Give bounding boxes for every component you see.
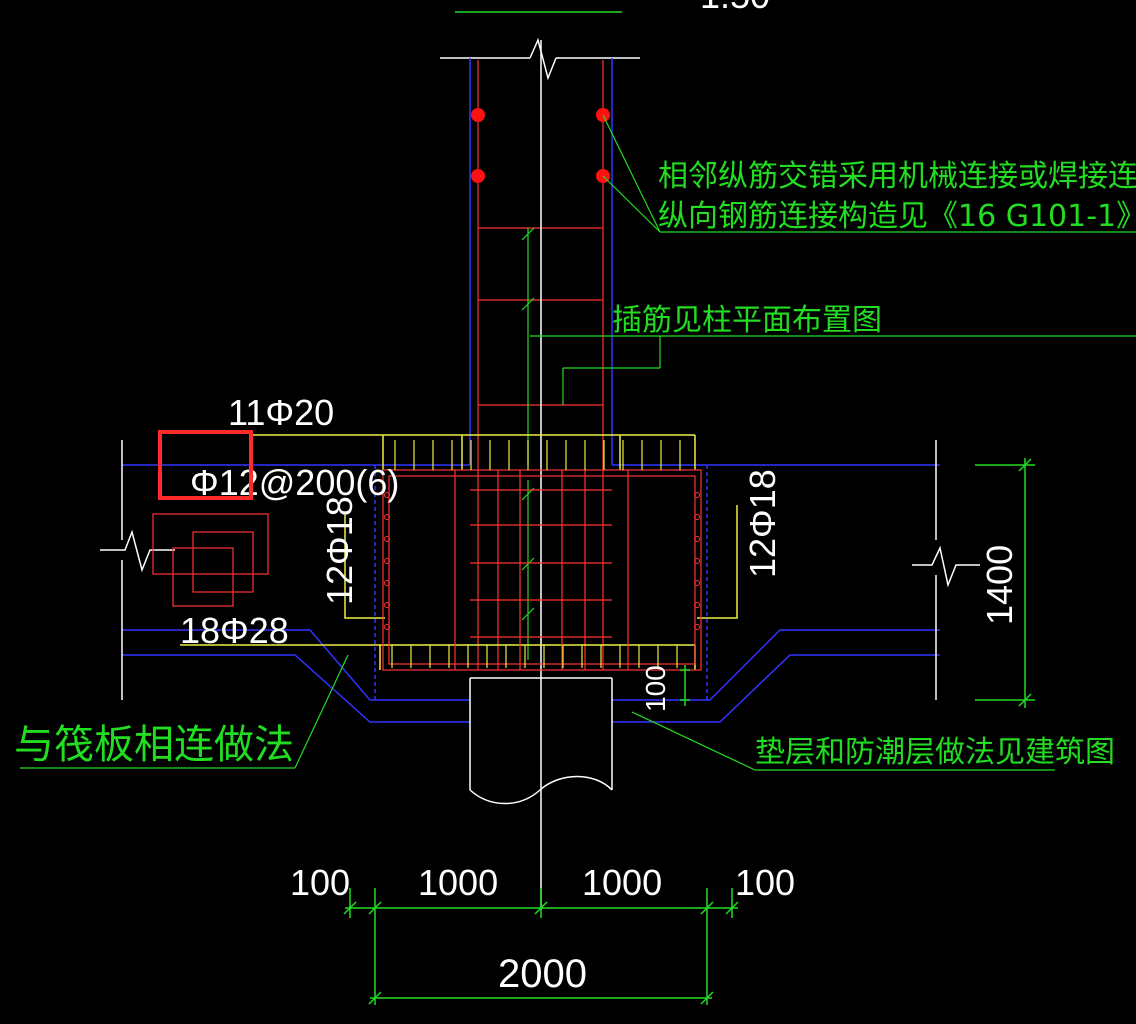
column-outline [440,37,640,465]
dim-left-half: 1000 [418,862,498,903]
height-dim-text: 1400 [979,545,1020,625]
foundation-stirrup-cage [382,469,702,671]
side-bar-dots [384,492,700,630]
splice-leader [602,114,1136,233]
dowel-leader [530,335,1136,405]
cover-dimension [680,665,690,706]
raft-slab-lines [122,464,940,723]
break-lines [100,440,980,700]
column-rebar [477,60,604,670]
cushion-note: 垫层和防潮层做法见建筑图 [755,735,1115,770]
rebar-bottom-label: 18Φ28 [180,610,289,651]
raft-leader-diagonal [294,654,349,769]
dim-total: 2000 [498,952,587,996]
pile [469,677,613,805]
column-section-symbol [152,513,269,607]
bottom-bar-ticks [391,645,678,668]
foundation-main-rebar [180,434,738,670]
dim-left-ext: 100 [290,862,350,903]
stirrup-highlight-box [158,430,253,500]
bottom-dimension-chain [343,888,739,1005]
rebar-top-label: 11Φ20 [228,392,334,433]
top-bar-ticks [394,440,681,470]
splice-note-line2: 纵向钢筋连接构造见《16 G101-1》 [658,199,1136,234]
splice-note-line1: 相邻纵筋交错采用机械连接或焊接连接 [658,159,1136,194]
raft-note: 与筏板相连做法 [14,722,294,768]
top-partial-dim: 1.50 [700,0,770,16]
dim-right-half: 1000 [582,862,662,903]
dim-right-ext: 100 [735,862,795,903]
rebar-side-right-label: 12Φ18 [742,469,783,578]
dowel-note: 插筋见柱平面布置图 [612,303,882,338]
cover-dim-text: 100 [640,665,671,712]
height-dimension [975,458,1035,708]
cushion-leader-diagonal [631,711,756,771]
rebar-side-left-label: 12Φ18 [319,496,360,605]
